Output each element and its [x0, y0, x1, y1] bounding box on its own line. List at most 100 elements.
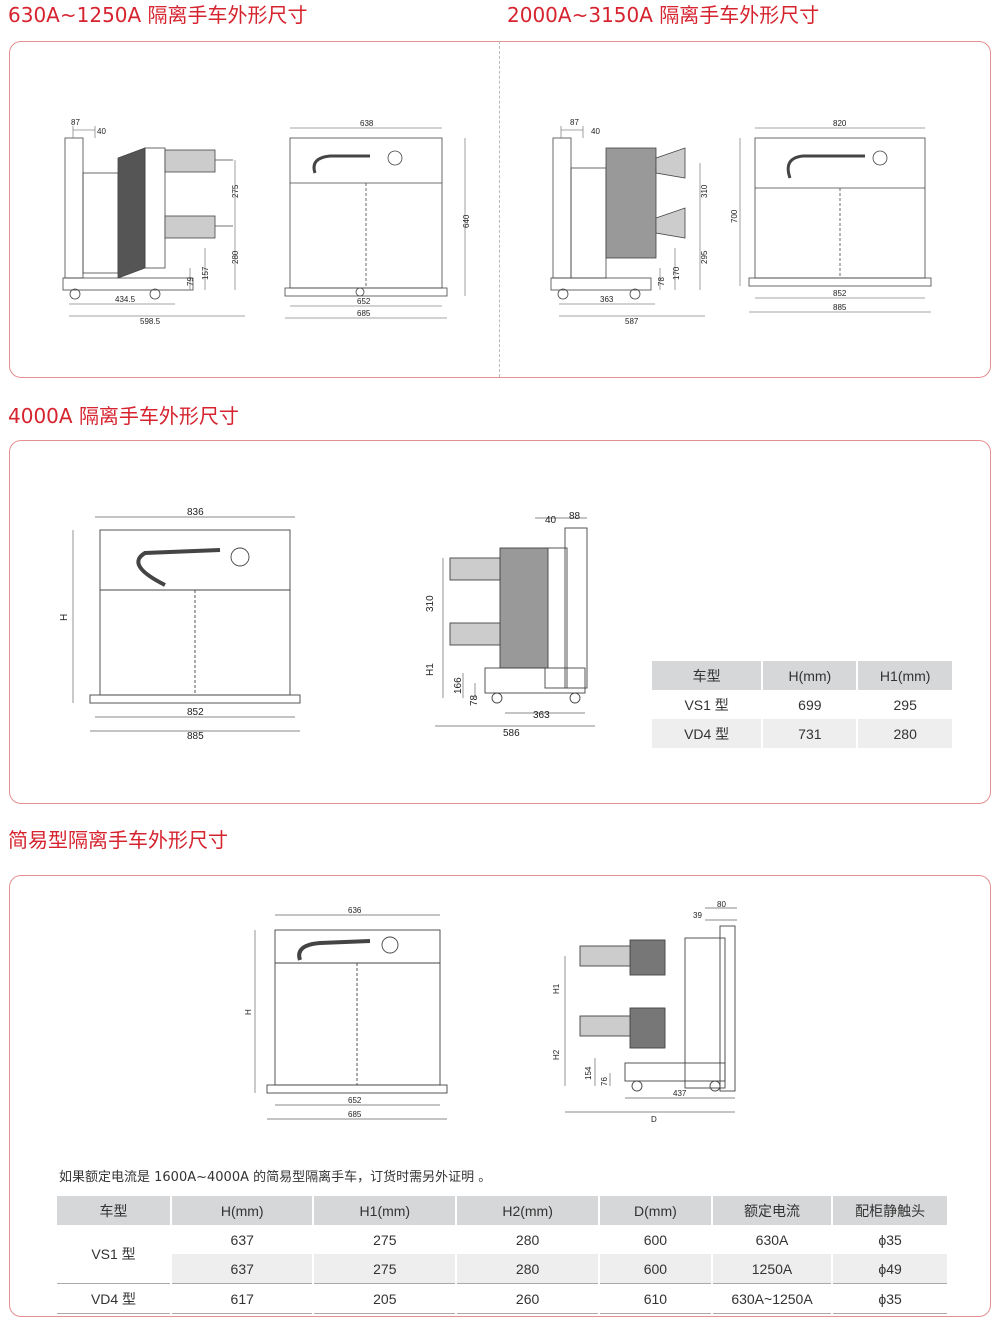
table-cell: VS1 型	[57, 1225, 172, 1284]
table-row: VD4 型 617 205 260 610 630A~1250A ϕ35	[57, 1283, 947, 1314]
dim-simple-side-top-a: 39	[693, 911, 702, 920]
front-view-simple-drawing: 636 H 652 685	[244, 906, 448, 1120]
table-cell: 275	[313, 1225, 458, 1254]
table-cell: ϕ49	[878, 1260, 902, 1277]
table-row: VS1 型 699 295	[652, 690, 952, 719]
table-cell: 637	[171, 1225, 315, 1254]
dim-4000-front-top: 836	[187, 507, 204, 518]
dim-630-side-v2: 280	[231, 250, 240, 264]
table-4000-header: H1(mm)	[857, 661, 952, 690]
dim-630-side-v4: 79	[186, 277, 195, 286]
panel-divider	[499, 41, 500, 377]
side-view-4000-drawing: 40 88 310 H1 166 78 363 586	[425, 511, 595, 739]
table-cell: 600	[599, 1225, 713, 1254]
table-cell: 600	[599, 1254, 713, 1284]
table-cell: 731	[762, 719, 859, 748]
dim-4000-side-w2: 586	[503, 728, 520, 739]
table-4000-header: H(mm)	[762, 661, 859, 690]
dim-2000-side-v2: 295	[700, 250, 709, 264]
table-cell: 617	[171, 1283, 315, 1314]
table-cell: VS1 型	[652, 690, 764, 719]
front-view-4000-drawing: 836 H 852 885	[59, 507, 301, 742]
table-cell: 205	[313, 1283, 458, 1314]
section-title-simple: 简易型隔离手车外形尺寸	[8, 828, 228, 852]
table-simple-header: 配柜静触头	[832, 1196, 947, 1225]
dim-2000-front-height: 700	[730, 209, 739, 223]
dim-630-front-top: 638	[360, 119, 374, 128]
dim-4000-side-v3: 166	[453, 677, 464, 694]
dim-simple-side-w1: 437	[673, 1089, 687, 1098]
table-cell: 275	[313, 1254, 458, 1284]
dim-630-side-v1: 275	[231, 184, 240, 198]
dim-simple-side-v4: 76	[600, 1077, 609, 1086]
dim-630-front-height: 640	[462, 214, 471, 228]
dim-630-side-w2: 598.5	[140, 317, 161, 326]
dim-630-side-w1: 434.5	[115, 295, 136, 304]
dim-simple-side-top-b: 80	[717, 900, 726, 909]
dim-2000-front-top: 820	[833, 119, 847, 128]
dim-630-side-top-a: 87	[71, 118, 80, 127]
table-cell: 280	[456, 1225, 600, 1254]
side-view-simple-drawing: 39 80 H1 H2 154 76 437 D	[552, 900, 737, 1124]
table-cell: 280	[893, 725, 917, 742]
dim-simple-side-v1: H1	[552, 983, 561, 994]
table-cell: VD4 型	[57, 1283, 172, 1314]
dim-2000-side-v1: 310	[700, 184, 709, 198]
table-simple-header: 车型	[57, 1196, 172, 1225]
dim-simple-side-w2: D	[651, 1115, 657, 1124]
dim-4000-side-v4: 78	[469, 694, 480, 706]
dim-2000-side-w1: 363	[600, 295, 614, 304]
dim-4000-front-height: H	[59, 614, 70, 621]
panel-630-3150	[9, 41, 991, 378]
dim-2000-side-w2: 587	[625, 317, 639, 326]
table-simple-header: 额定电流	[711, 1196, 834, 1225]
dim-2000-side-top-b: 40	[591, 127, 600, 136]
dim-simple-front-w1: 652	[348, 1096, 362, 1105]
table-cell: 699	[762, 690, 859, 719]
dim-2000-front-w1: 852	[833, 289, 847, 298]
side-view-630-drawing: 87 40 275 280 157 79 434.5 598.5	[62, 118, 245, 326]
dim-4000-side-v2: H1	[425, 663, 436, 676]
front-view-2000-drawing: 820 700 852 885	[730, 119, 932, 313]
dim-4000-front-w2: 885	[187, 731, 204, 742]
side-view-2000-drawing: 87 40 310 295 170 78 363 587	[550, 118, 709, 326]
table-cell: 630A~1250A	[711, 1283, 834, 1314]
dim-4000-side-top-a: 40	[545, 515, 557, 526]
table-cell: 1250A	[711, 1254, 834, 1284]
table-row: VD4 型 731 280	[652, 719, 952, 748]
table-simple: 车型 H(mm) H1(mm) H2(mm) D(mm) 额定电流 配柜静触头 …	[57, 1196, 947, 1314]
table-row: VS1 型 637 275 280 600 630A ϕ35	[57, 1225, 947, 1284]
section-title-4000: 4000A 隔离手车外形尺寸	[8, 404, 239, 428]
table-simple-header: H2(mm)	[456, 1196, 600, 1225]
front-view-630-drawing: 638 640 652 685	[284, 119, 471, 319]
table-cell: ϕ35	[878, 1290, 902, 1307]
dim-simple-front-top: 636	[348, 906, 362, 915]
table-4000: 车型 H(mm) H1(mm) VS1 型 699 295 VD4 型 731 …	[652, 661, 952, 748]
table-simple-header: H1(mm)	[313, 1196, 458, 1225]
dim-630-side-v3: 157	[201, 266, 210, 280]
dim-630-side-top-b: 40	[97, 127, 106, 136]
table-simple-header: D(mm)	[599, 1196, 713, 1225]
dim-2000-front-w2: 885	[833, 303, 847, 312]
dim-4000-side-w1: 363	[533, 710, 550, 721]
table-4000-header: 车型	[652, 661, 764, 690]
dim-4000-side-top-b: 88	[569, 511, 581, 522]
order-note: 如果额定电流是 1600A~4000A 的简易型隔离手车，订货时需另外证明 。	[59, 1170, 492, 1185]
table-cell: 610	[599, 1283, 713, 1314]
section-title-630-1250: 630A~1250A 隔离手车外形尺寸	[8, 3, 308, 27]
section-title-2000-3150: 2000A~3150A 隔离手车外形尺寸	[507, 3, 820, 27]
table-cell: 295	[893, 696, 917, 713]
dim-4000-front-w1: 852	[187, 707, 204, 718]
table-cell: 637	[171, 1254, 315, 1284]
table-row: 637 275 280 600 1250A ϕ49	[57, 1254, 947, 1284]
dim-simple-front-height: H	[244, 1009, 253, 1015]
dim-simple-front-w2: 685	[348, 1110, 362, 1119]
table-cell: ϕ35	[878, 1231, 902, 1248]
dim-630-front-w2: 685	[357, 309, 371, 318]
table-cell: VD4 型	[652, 719, 764, 748]
table-cell: 280	[456, 1254, 600, 1284]
dim-2000-side-top-a: 87	[570, 118, 579, 127]
table-cell: 630A	[711, 1225, 834, 1254]
table-simple-header: H(mm)	[171, 1196, 315, 1225]
dim-4000-side-v1: 310	[425, 595, 436, 612]
